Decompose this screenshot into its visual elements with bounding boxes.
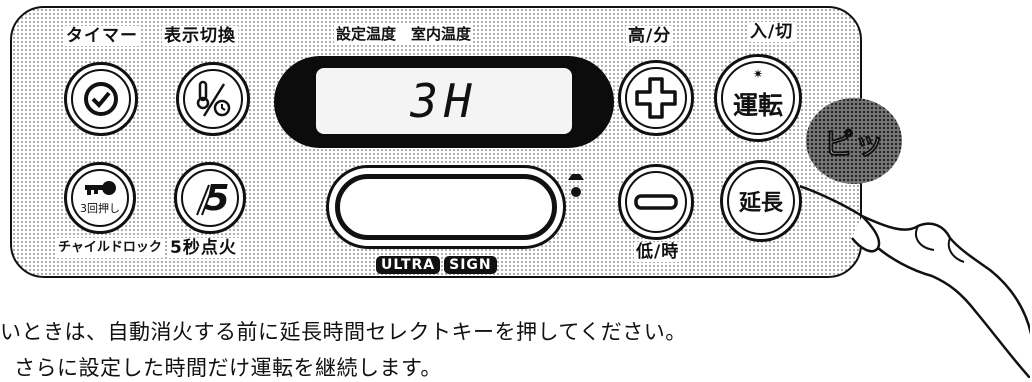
indicator-lamp-icon [568,174,584,197]
five-sec-ignition-label: 5秒点火 [168,238,239,258]
display-switch-label: 表示切換 [162,26,238,46]
minus-icon [634,194,678,210]
lcd-display: 3H [274,56,614,148]
instruction-line-2: さらに設定した時間だけ運転を継続します。 [14,356,442,380]
down-label: 低/時 [634,242,682,262]
up-label: 高/分 [626,26,674,46]
display-value: 3H [410,74,478,128]
display-switch-button[interactable] [176,62,250,136]
instruction-line-1: いときは、自動消火する前に延長時間セレクトキーを押してください。 [0,320,687,344]
hand-pointer-icon [800,185,1030,378]
timer-label: タイマー [64,26,140,46]
display-header: 設定温度 室内温度 [334,24,474,44]
power-lamp-icon: ✷ [752,67,764,81]
ultra-sign-indicator [326,165,566,249]
thermo-switch-icon [196,80,231,117]
lcd-window: 3H [316,68,572,134]
beep-badge: ピッ [806,98,902,184]
clock-icon [84,82,118,116]
brand-word-1: ULTRA [376,256,441,274]
timer-button[interactable] [64,62,138,136]
control-panel: タイマー 表示切換 設定温度 室内温度 高/分 入/切 チャイルドロック 5秒点… [10,6,862,278]
up-button[interactable] [618,60,694,136]
child-lock-button-text: 3回押し [80,202,120,215]
child-lock-label: チャイルドロック [56,238,164,258]
flame-icon [196,184,213,216]
down-button[interactable] [618,164,694,240]
extend-button[interactable]: 延長 [720,160,802,242]
power-label: 入/切 [748,22,796,42]
five-sec-ignition-button[interactable]: 5 [174,162,246,234]
key-icon [85,181,116,195]
beep-badge-text: ピッ [824,127,885,163]
run-button[interactable]: ✷ 運転 [714,54,802,142]
run-button-label: 運転 [732,91,783,120]
extend-button-label: 延長 [738,191,783,216]
brand-word-2: SIGN [444,256,497,274]
plus-icon [635,77,677,119]
child-lock-button[interactable]: 3回押し [64,162,136,234]
